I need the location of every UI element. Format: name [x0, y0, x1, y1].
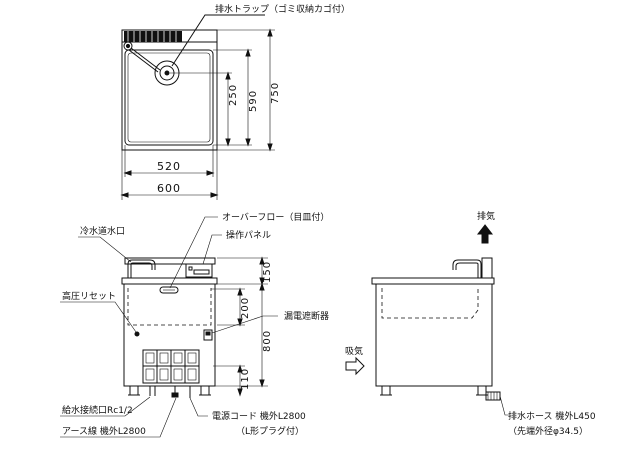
- drain-trap-label: 排水トラップ（ゴミ収納カゴ付）: [215, 3, 350, 15]
- earth-leakage-breaker-label: 漏電遮断器: [284, 310, 329, 322]
- back-riser: [481, 257, 493, 279]
- dim-600: 600: [157, 182, 181, 195]
- control-panel-label: 操作パネル: [226, 229, 271, 241]
- side-view: 排気 吸気 排水ホース 機外L450 （先端外径φ34.5）: [345, 210, 596, 437]
- control-panel-leader: [202, 234, 222, 265]
- back-guard: [124, 257, 216, 265]
- intake-arrow-icon: [345, 356, 365, 376]
- cold-water-label: 冷水道水口: [80, 225, 125, 237]
- bottom-connections: [149, 386, 191, 398]
- side-counter: [371, 277, 495, 285]
- exhaust-label: 排気: [477, 210, 495, 222]
- earth-leakage-breaker: [203, 329, 213, 341]
- earth-wire-leader: [60, 397, 177, 438]
- top-view-horizontal-dims: [120, 145, 219, 200]
- drain-trap-hatch: [124, 31, 182, 42]
- front-view: 150 200 800 110 オーバーフロー（目皿付） 操作パネル 冷水道水口…: [60, 212, 329, 438]
- high-pressure-reset-label: 高圧リセット: [62, 290, 116, 302]
- dim-520: 520: [157, 160, 181, 173]
- legs-side: [380, 385, 488, 396]
- high-pressure-reset-button: [134, 331, 140, 337]
- dim-110: 110: [240, 368, 251, 390]
- earth-wire-label: アース線 機外L2800: [62, 425, 146, 437]
- top-view-vertical-dims: [170, 28, 275, 152]
- cold-water-leader: [78, 236, 132, 263]
- sink-basin-inner: [127, 52, 211, 143]
- drain-hose-label: 排水ホース 機外L450: [508, 410, 596, 422]
- overflow-leader: [169, 216, 218, 289]
- cabinet-body: [123, 283, 216, 387]
- drain-trap-leader: [171, 14, 265, 67]
- exhaust-arrow-icon: [476, 224, 494, 244]
- water-supply-label: 給水接続口Rc1/2: [62, 404, 133, 416]
- breaker-leader: [211, 315, 278, 334]
- plug-label: （L形プラグ付）: [236, 425, 304, 437]
- overflow-label: オーバーフロー（目皿付）: [222, 212, 329, 223]
- dim-200: 200: [240, 297, 251, 319]
- intake-label: 吸気: [345, 345, 363, 357]
- legs-front: [128, 385, 211, 396]
- power-cord-label: 電源コード 機外L2800: [212, 410, 306, 422]
- dim-150: 150: [262, 261, 273, 283]
- dim-750: 750: [270, 82, 281, 104]
- dim-800: 800: [262, 330, 273, 352]
- drain-hose-leader: [499, 395, 510, 416]
- dim-590: 590: [248, 90, 259, 112]
- tip-diameter-label: （先端外径φ34.5）: [508, 425, 588, 437]
- water-supply-leader: [60, 396, 151, 417]
- side-basin-hidden-line: [381, 288, 479, 319]
- faucet-side: [452, 259, 482, 278]
- sink-basin: [124, 49, 214, 146]
- front-view-vertical-dims: [211, 256, 268, 397]
- faucet-front: [127, 259, 156, 278]
- faucet-plan: [123, 41, 161, 73]
- overflow-drain: [159, 286, 179, 294]
- counter-top: [121, 277, 218, 285]
- reset-leader: [60, 301, 137, 333]
- basin-hidden-line: [127, 288, 212, 326]
- control-panel: [185, 263, 213, 278]
- power-cord-leader: [189, 397, 208, 417]
- top-view: 排水トラップ（ゴミ収納カゴ付） 250 590 750: [120, 3, 350, 200]
- drain-hose: [485, 391, 501, 401]
- dim-250: 250: [228, 84, 239, 106]
- top-view-outline: [121, 29, 218, 151]
- vent-grille: [142, 349, 200, 384]
- side-body: [375, 283, 493, 387]
